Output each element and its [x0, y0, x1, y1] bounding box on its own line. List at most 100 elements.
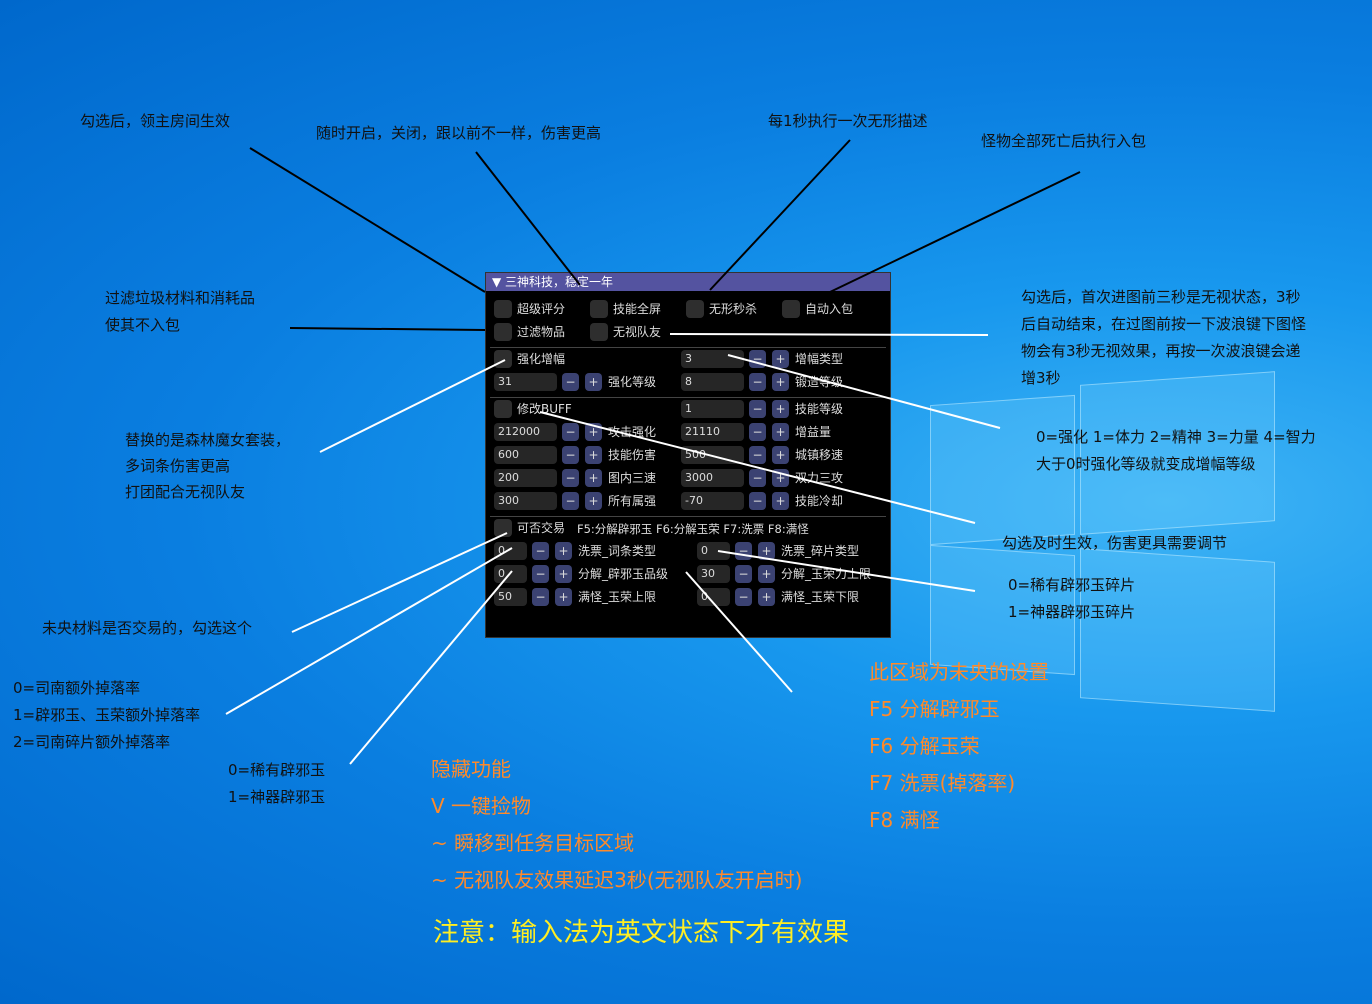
value-input[interactable]: 8 [681, 373, 744, 391]
value-input[interactable]: 0 [697, 542, 730, 560]
checkbox-label: 自动入包 [805, 302, 854, 316]
note-drop-type: 0=司南额外掉落率 1=辟邪玉、玉荣额外掉落率 2=司南碎片额外掉落率 [13, 679, 201, 751]
decrement-button[interactable]: − [562, 446, 579, 464]
increment-button[interactable]: + [758, 565, 775, 583]
note-lord-room: 勾选后，领主房间生效 [80, 112, 231, 130]
note-fragment-type: 0=稀有辟邪玉碎片 1=神器辟邪玉碎片 [1008, 576, 1136, 621]
increment-button[interactable]: + [555, 588, 572, 606]
help-line: F6 分解玉荣 [869, 734, 980, 758]
decrement-button[interactable]: − [735, 565, 752, 583]
decrement-button[interactable]: − [749, 469, 766, 487]
note-realtime: 勾选及时生效，伤害更具需要调节 [1002, 534, 1228, 552]
field-label: 攻击强化 [608, 425, 657, 439]
value-input[interactable]: 31 [494, 373, 557, 391]
checkbox[interactable] [782, 300, 800, 318]
field-label: 图内三速 [608, 471, 657, 485]
checkbox[interactable] [494, 323, 512, 341]
checkbox[interactable] [494, 350, 512, 368]
checkbox[interactable] [494, 519, 512, 537]
field-label: 技能冷却 [795, 494, 844, 508]
decrement-button[interactable]: − [749, 492, 766, 510]
value-input[interactable]: 30 [697, 565, 730, 583]
field-label: 双力三攻 [795, 471, 844, 485]
field-label: 满怪_玉荣上限 [578, 590, 657, 604]
checkbox[interactable] [494, 400, 512, 418]
field-label: 分解_玉荣力上限 [781, 567, 872, 581]
increment-button[interactable]: + [772, 446, 789, 464]
increment-button[interactable]: + [772, 423, 789, 441]
checkbox-label: 强化增幅 [517, 352, 566, 366]
increment-button[interactable]: + [772, 350, 789, 368]
increment-button[interactable]: + [758, 542, 775, 560]
note-jade-grade: 0=稀有辟邪玉 1=神器辟邪玉 [228, 761, 326, 806]
checkbox[interactable] [590, 323, 608, 341]
value-input[interactable]: 600 [494, 446, 557, 464]
decrement-button[interactable]: − [562, 492, 579, 510]
value-input[interactable]: 500 [681, 446, 744, 464]
value-input[interactable]: 0 [494, 542, 527, 560]
increment-button[interactable]: + [585, 446, 602, 464]
value-input[interactable]: 50 [494, 588, 527, 606]
note-buff: 替换的是森林魔女套装， 多词条伤害更高 打团配合无视队友 [125, 431, 291, 501]
increment-button[interactable]: + [585, 423, 602, 441]
increment-button[interactable]: + [585, 469, 602, 487]
decrement-button[interactable]: − [749, 350, 766, 368]
decrement-button[interactable]: − [562, 469, 579, 487]
help-line: F5 分解辟邪玉 [869, 697, 1000, 721]
field-label: 技能等级 [795, 402, 844, 416]
value-input[interactable]: 212000 [494, 423, 557, 441]
checkbox[interactable] [494, 300, 512, 318]
increment-button[interactable]: + [772, 400, 789, 418]
checkbox[interactable] [686, 300, 704, 318]
decrement-button[interactable]: − [735, 588, 752, 606]
decrement-button[interactable]: − [735, 542, 752, 560]
checkbox-label: 无形秒杀 [709, 302, 758, 316]
decrement-button[interactable]: − [749, 423, 766, 441]
increment-button[interactable]: + [585, 373, 602, 391]
increment-button[interactable]: + [772, 469, 789, 487]
decrement-button[interactable]: − [532, 542, 549, 560]
help-line: F8 满怪 [869, 808, 940, 832]
help-line: V 一键捡物 [431, 794, 532, 818]
increment-button[interactable]: + [585, 492, 602, 510]
note-auto-pickup: 怪物全部死亡后执行入包 [981, 132, 1147, 150]
field-label: 城镇移速 [795, 448, 844, 462]
value-input[interactable]: 0 [494, 565, 527, 583]
decrement-button[interactable]: − [562, 373, 579, 391]
decrement-button[interactable]: − [532, 565, 549, 583]
increment-button[interactable]: + [555, 542, 572, 560]
note-amplify-type: 0=强化 1=体力 2=精神 3=力量 4=智力 大于0时强化等级就变成增幅等级 [1036, 428, 1316, 473]
value-input[interactable]: 21110 [681, 423, 744, 441]
warning-text: 注意：输入法为英文状态下才有效果 [433, 918, 850, 948]
help-line: ~ 瞬移到任务目标区域 [431, 831, 635, 855]
increment-button[interactable]: + [772, 492, 789, 510]
value-input[interactable]: 300 [494, 492, 557, 510]
field-label: 技能伤害 [608, 448, 657, 462]
checkbox-label: 可否交易 [517, 521, 566, 535]
divider [490, 516, 886, 517]
decrement-button[interactable]: − [749, 373, 766, 391]
checkbox[interactable] [590, 300, 608, 318]
decrement-button[interactable]: − [562, 423, 579, 441]
decrement-button[interactable]: − [749, 446, 766, 464]
checkbox-label: 过滤物品 [517, 325, 566, 339]
divider [490, 347, 886, 348]
checkbox-label: 超级评分 [517, 302, 566, 316]
note-tradeable: 未央材料是否交易的，勾选这个 [42, 619, 253, 637]
field-label: 分解_辟邪玉品级 [578, 567, 669, 581]
value-input[interactable]: 1 [681, 400, 744, 418]
increment-button[interactable]: + [758, 588, 775, 606]
cheat-panel: ▼ 三神科技，稳定一年 F5:分解辟邪玉 F6:分解玉荣 F7:洗票 F8:满怪… [485, 272, 891, 638]
decrement-button[interactable]: − [532, 588, 549, 606]
value-input[interactable]: 3000 [681, 469, 744, 487]
checkbox-label: 技能全屏 [613, 302, 662, 316]
increment-button[interactable]: + [555, 565, 572, 583]
value-input[interactable]: 200 [494, 469, 557, 487]
decrement-button[interactable]: − [749, 400, 766, 418]
increment-button[interactable]: + [772, 373, 789, 391]
value-input[interactable]: -70 [681, 492, 744, 510]
value-input[interactable]: 3 [681, 350, 744, 368]
panel-title-bar[interactable]: ▼ 三神科技，稳定一年 [486, 273, 890, 291]
value-input[interactable]: 0 [697, 588, 730, 606]
help-line: 隐藏功能 [431, 757, 511, 781]
